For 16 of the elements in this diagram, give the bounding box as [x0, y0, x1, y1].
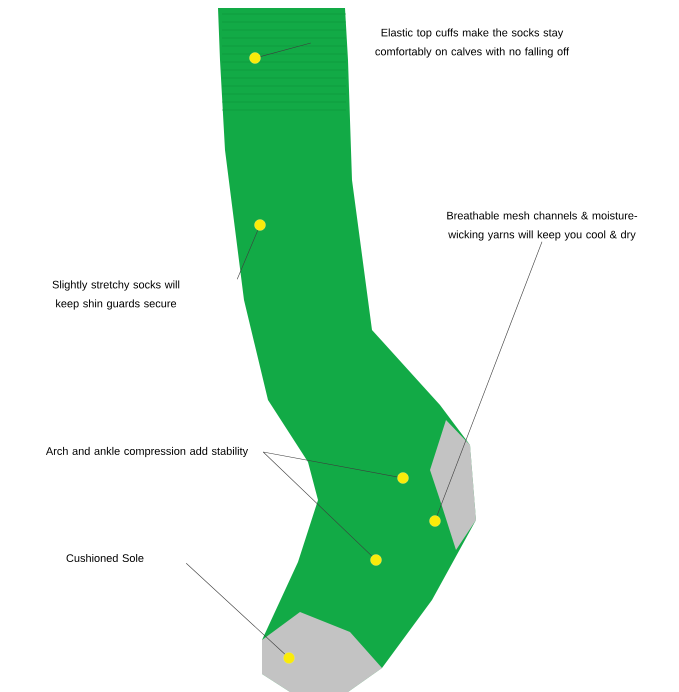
- callout-text: Breathable mesh channels & moisture-wicking yarns will keep you cool & dry: [447, 211, 638, 241]
- callout-text: Arch and ankle compression add stability: [46, 446, 248, 458]
- callout-dot: [370, 554, 382, 566]
- callout-text: Slightly stretchy socks will keep shin guards secure: [52, 280, 180, 310]
- leader-line: [436, 241, 542, 516]
- leader-line: [262, 452, 372, 556]
- callout-dot: [249, 52, 261, 64]
- callout-dot: [397, 472, 409, 484]
- callout-dot: [429, 515, 441, 527]
- callout-dot: [254, 219, 266, 231]
- leader-line: [186, 562, 286, 654]
- callout-text: Elastic top cuffs make the socks stay comfortably on calves with no falling off: [375, 28, 570, 58]
- callout-text: Cushioned Sole: [66, 554, 144, 562]
- leader-line: [260, 42, 312, 57]
- callout-dot: [283, 652, 295, 664]
- leader-line: [262, 452, 398, 478]
